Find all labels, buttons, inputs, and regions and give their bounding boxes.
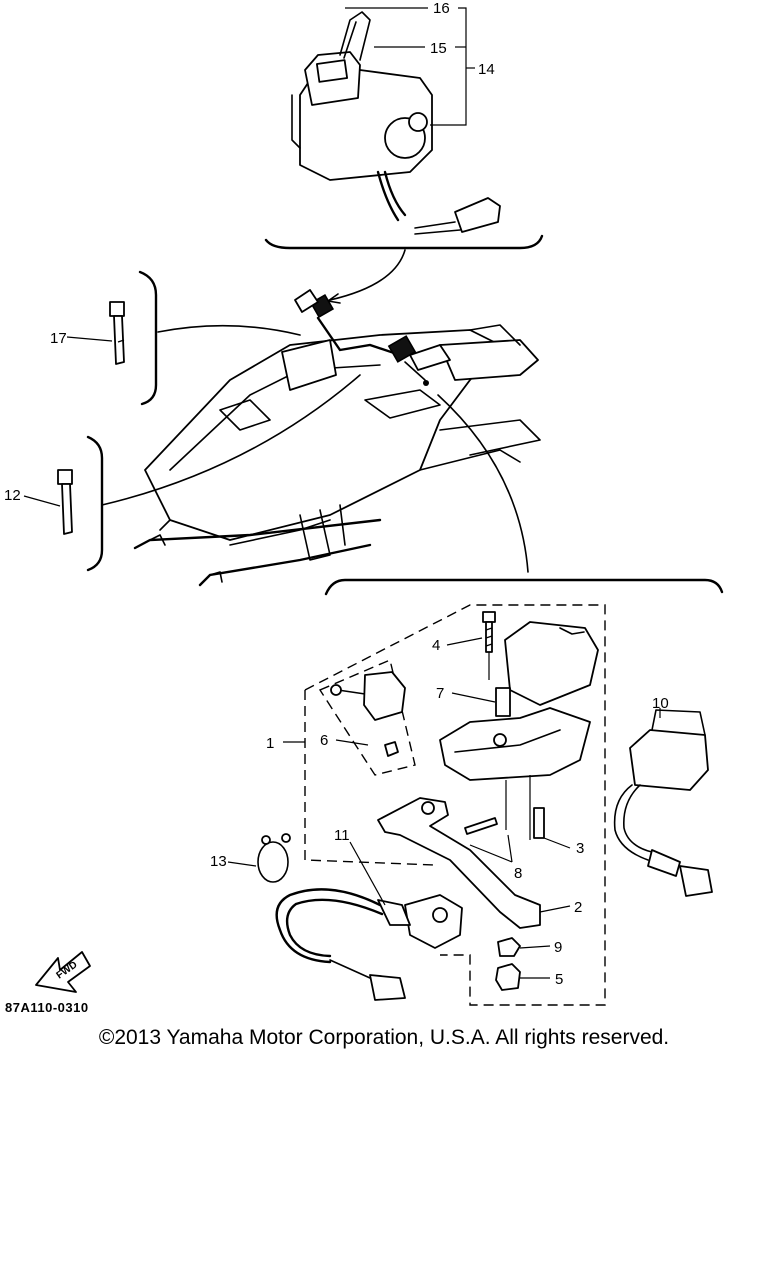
screw-8 [464, 817, 498, 835]
lever-bracket [439, 707, 591, 781]
callout-12: 12 [4, 487, 21, 504]
lever-cover [504, 621, 599, 706]
callout-1: 1 [266, 735, 274, 752]
switch-6 [330, 671, 406, 757]
callout-5: 5 [555, 971, 563, 988]
callout-16: 16 [433, 0, 450, 17]
nut-9 [497, 937, 521, 957]
screw-3 [533, 807, 545, 839]
callout-10: 10 [652, 695, 669, 712]
lever-assembly-dashed-box [304, 604, 606, 1006]
callout-17: 17 [50, 330, 67, 347]
callout-9: 9 [554, 939, 562, 956]
bolt-4 [482, 611, 496, 653]
throttle-housing-detail [264, 11, 544, 250]
callout-7: 7 [436, 685, 444, 702]
stop-switch-10 [613, 709, 713, 897]
callout-14: 14 [478, 61, 495, 78]
lever-pointer-line [437, 394, 529, 573]
fwd-arrow: FWD [35, 951, 91, 993]
figure-code: 87A110-0310 [5, 1000, 89, 1015]
brake-lever-2 [377, 797, 541, 929]
callout-3: 3 [576, 840, 584, 857]
callout-11: 11 [334, 827, 350, 844]
cable-tie-12 [57, 469, 73, 535]
callout-15: 15 [430, 40, 447, 57]
callout-4: 4 [432, 637, 440, 654]
bolt-5 [495, 963, 521, 991]
detail-frame-line [324, 578, 724, 596]
callout-13: 13 [210, 853, 227, 870]
strap12-pointer-line [101, 374, 361, 506]
clamp-13 [257, 833, 291, 883]
callout-8: 8 [514, 865, 522, 882]
housing-pointer-line [329, 249, 406, 301]
callout-6: 6 [320, 732, 328, 749]
snowmobile-illustration [133, 289, 541, 587]
callout-group-14-16 [345, 7, 475, 126]
pin-7 [495, 687, 511, 717]
parts-diagram: 16 15 14 [4, 0, 724, 1006]
cable-tie-17 [109, 301, 125, 365]
brake-switch-11 [275, 888, 463, 1001]
strap17-pointer-line [157, 324, 301, 336]
bracket-12 [86, 435, 104, 572]
copyright-notice: ©2013 Yamaha Motor Corporation, U.S.A. A… [98, 1026, 670, 1049]
callout-2: 2 [574, 899, 582, 916]
bracket-17 [138, 270, 158, 406]
